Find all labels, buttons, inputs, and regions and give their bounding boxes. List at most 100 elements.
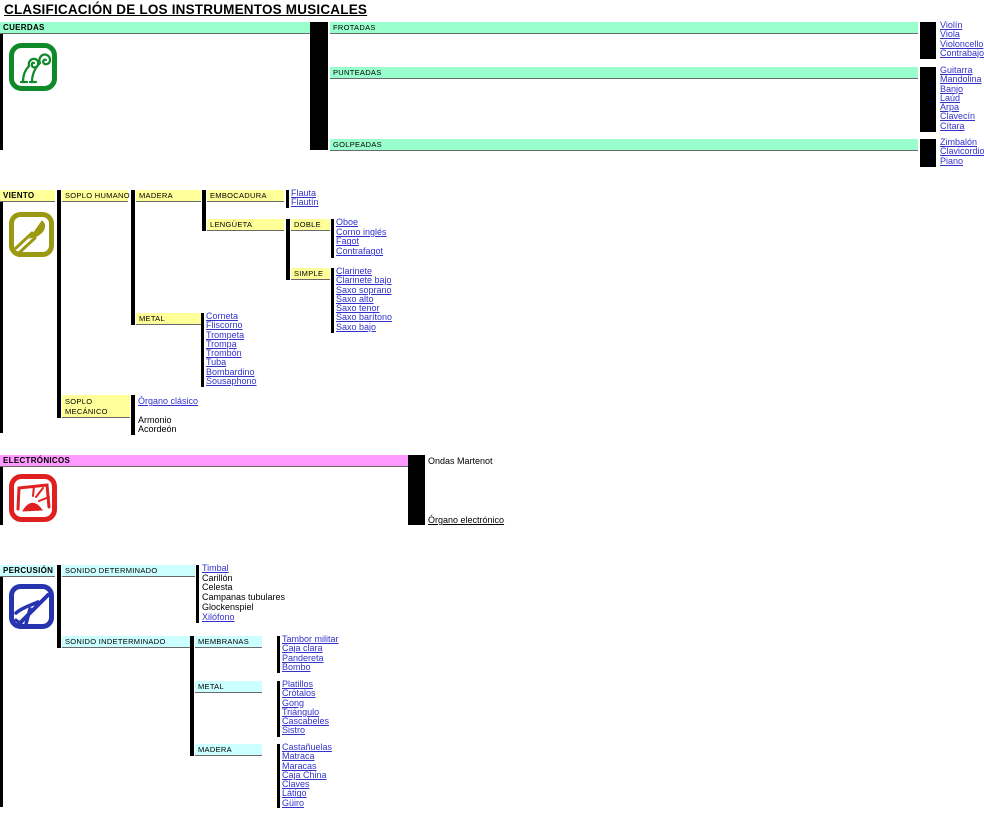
metal-viento-instrument-list: Corneta Fliscorno Trompeta Trompa Trombó… [206,311,257,387]
instrument-link[interactable]: Xilófono [202,611,235,622]
subcategory-bar-soplo-humano: SOPLO HUMANO [62,190,130,202]
subcategory-bar-membranas: MEMBRANAS [195,636,262,648]
instrument-link[interactable]: Trompa [206,338,237,349]
connector [331,219,334,258]
instrument-link[interactable]: Saxo bajo [336,321,377,332]
instrument-link[interactable]: Bombardino [206,366,255,377]
instrument-link[interactable]: Bombo [282,661,311,672]
category-bar-percusion: PERCUSIÓN [0,565,55,577]
determinado-instrument-list: Timbal Carillón Celesta Campanas tubular… [202,563,285,622]
instrument-link[interactable]: Oboe [336,217,359,227]
instrument-link[interactable]: Flautín [291,197,319,208]
connector [131,395,135,435]
subcategory-bar-lengueta: LENGÜETA [207,219,284,231]
instrument-link[interactable]: Cítara [940,120,965,131]
connector [286,190,289,208]
instrument-link[interactable]: Clavicordio [940,146,984,157]
instrument-link[interactable]: Trompeta [206,329,245,340]
instrument-link[interactable]: Clarinete [336,266,373,276]
subcategory-bar-metal-percusion: METAL [195,681,262,693]
instrument-link[interactable]: Fliscorno [206,320,243,331]
instrument-link[interactable]: Corneta [206,311,239,321]
instrument-link[interactable]: Contrabajo [940,47,984,58]
embocadura-instrument-list: Flauta Flautín [291,188,319,208]
instrument-link[interactable]: Caja clara [282,643,323,654]
connector [920,67,936,132]
madera-percusion-instrument-list: Castañuelas Matraca Maracas Caja China C… [282,742,333,808]
subcategory-bar-punteadas: PUNTEADAS [330,67,918,79]
connector [920,139,936,167]
instrument-link[interactable]: Zimbalón [940,137,978,147]
electronic-icon [8,473,58,528]
instrument-link[interactable]: Castañuelas [282,742,333,752]
instrument-link[interactable]: Tambor militar [282,634,339,644]
instrument-link[interactable]: Saxo soprano [336,284,392,295]
instrument-link[interactable]: Arpa [940,102,960,113]
connector [202,190,206,231]
instrument-link[interactable]: Clavecín [940,111,976,122]
connector [196,565,199,623]
strings-icon [8,42,58,97]
connector [201,313,204,387]
instrument-link[interactable]: Tuba [206,357,227,368]
instrument-link[interactable]: Triángulo [282,706,320,717]
golpeadas-instrument-list: Zimbalón Clavicordio Piano [940,137,984,166]
subcategory-bar-metal-viento: METAL [136,313,201,325]
instrument-text: Acordeón [138,424,177,435]
simple-instrument-list: Clarinete Clarinete bajo Saxo soprano Sa… [336,266,393,332]
connector [277,681,280,737]
connector [57,565,61,648]
instrument-link[interactable]: Viola [940,29,960,40]
subcategory-bar-embocadura: EMBOCADURA [207,190,284,202]
instrument-link[interactable]: Matraca [282,751,315,762]
connector [0,22,3,150]
instrument-link[interactable]: Sousaphono [206,376,257,387]
soplo-mecanico-link: Órgano clásico [138,396,199,406]
connector [0,565,3,807]
instrument-link[interactable]: Trombón [206,348,242,359]
instrument-link[interactable]: Violoncello [940,38,984,49]
subcategory-bar-madera: MADERA [136,190,201,202]
subcategory-bar-sonido-determinado: SONIDO DETERMINADO [62,565,195,577]
instrument-link[interactable]: Timbal [202,563,229,573]
instrument-link[interactable]: Mandolina [940,74,982,85]
wind-icon [8,211,55,263]
instrument-link[interactable]: Piano [940,155,964,166]
instrument-link[interactable]: Saxo tenor [336,303,380,314]
connector [331,268,334,333]
instrument-link[interactable]: Contrafagot [336,246,384,257]
instrument-link[interactable]: Caja China [282,769,327,780]
punteadas-instrument-list: Guitarra Mandolina Banjo Laúd Arpa Clave… [940,65,982,131]
subcategory-bar-soplo-mecanico: SOPLO MECÁNICO [62,395,130,418]
instrument-link[interactable]: Látigo [282,788,307,799]
instrument-link[interactable]: Laúd [940,92,961,103]
category-bar-cuerdas: CUERDAS [0,22,310,34]
connector [131,190,135,325]
connector [310,22,328,150]
instrument-link[interactable]: Violín [940,20,963,30]
instrument-link[interactable]: Corno inglés [336,226,387,237]
instrument-link[interactable]: Güiro [282,797,305,808]
instrument-link[interactable]: Flauta [291,188,317,198]
instrument-link[interactable]: Clarinete bajo [336,275,392,286]
instrument-link[interactable]: Saxo barítono [336,312,393,323]
instrument-text: Armonio [138,415,172,425]
instrument-link[interactable]: Maracas [282,760,317,771]
instrument-link[interactable]: Pandereta [282,652,324,663]
instrument-link[interactable]: Órgano clásico [138,396,199,406]
connector [0,455,3,525]
instrument-link[interactable]: Fagot [336,236,360,247]
instrument-link[interactable]: Platillos [282,679,314,689]
instrument-link[interactable]: Órgano electrónico [428,515,505,525]
instrument-link[interactable]: Cascabeles [282,716,330,727]
instrument-link[interactable]: Saxo alto [336,293,374,304]
instrument-link[interactable]: Banjo [940,83,964,94]
instrument-link[interactable]: Sistro [282,725,306,736]
instrument-text: Glockenspiel [202,601,254,612]
category-bar-electronicos: ELECTRÓNICOS [0,455,408,467]
instrument-link[interactable]: Guitarra [940,65,973,75]
instrument-link[interactable]: Gong [282,697,305,708]
instrument-link[interactable]: Crótalos [282,688,316,699]
instrument-link[interactable]: Claves [282,779,310,790]
doble-instrument-list: Oboe Corno inglés Fagot Contrafagot [336,217,387,257]
